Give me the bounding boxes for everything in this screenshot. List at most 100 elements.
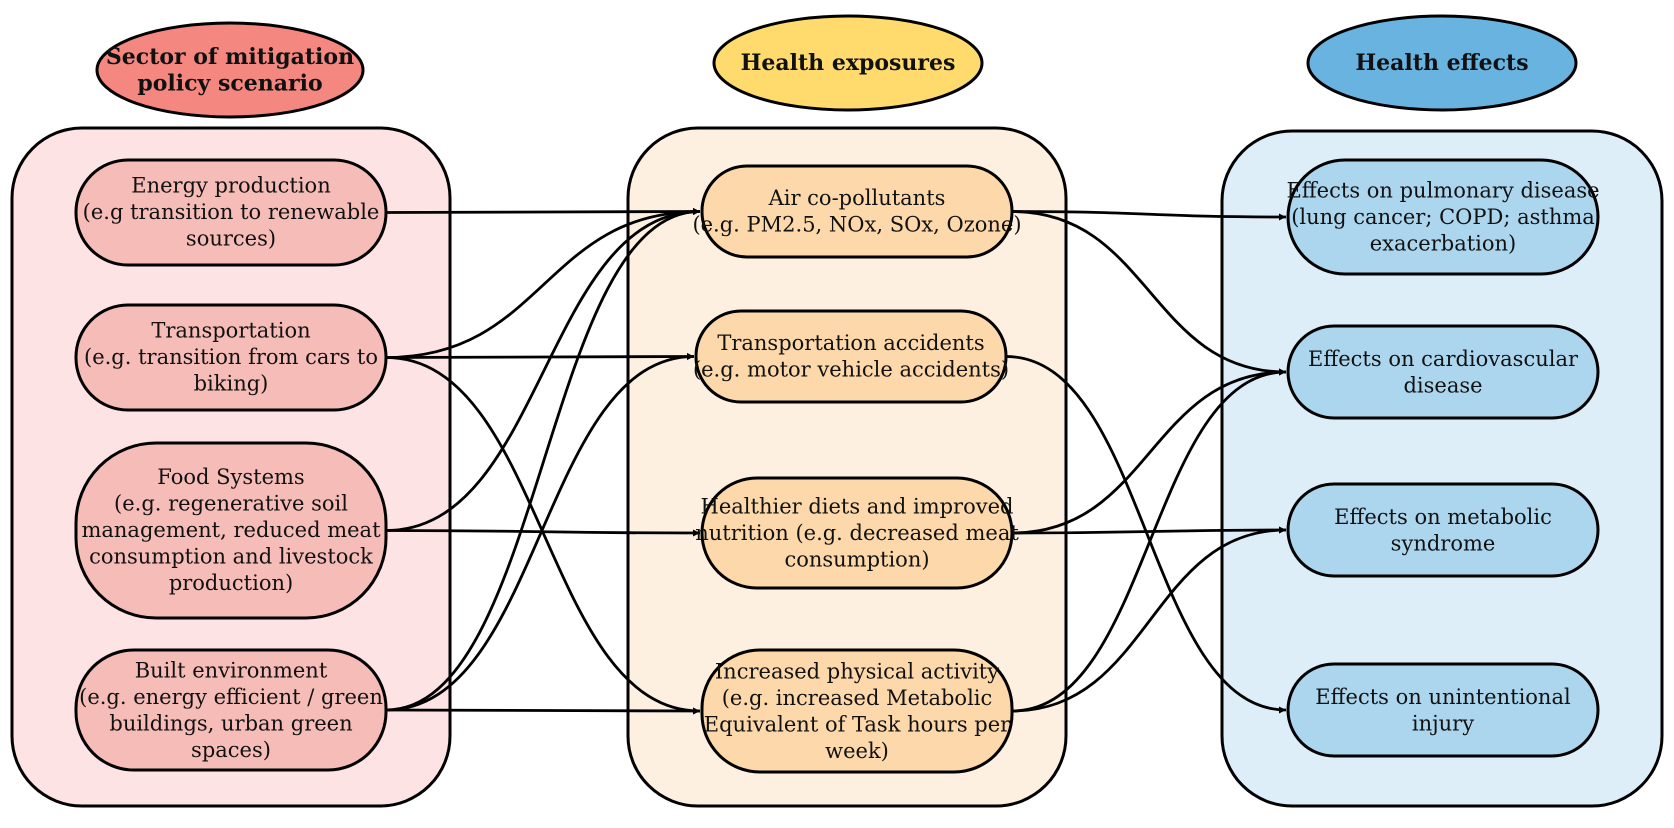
text-line: Health effects (1355, 50, 1528, 76)
connectors (385, 208, 1287, 715)
connector-sector-energy-to-exposure-air (385, 208, 701, 216)
text-line: (e.g. regenerative soil (114, 492, 348, 516)
connector-sector-built-to-exposure-activity (385, 707, 701, 715)
node-box (700, 476, 1014, 590)
sector-transport: Transportation(e.g. transition from cars… (74, 303, 388, 412)
text-line: Increased physical activity (715, 659, 999, 683)
sector-built: Built environment (e.g. energy efficient … (74, 648, 388, 772)
text-line: buildings, urban green (109, 711, 352, 735)
connector-sector-food-to-exposure-air (385, 208, 701, 532)
connector-exposure-activity-to-effect-metabolic (1011, 526, 1287, 713)
node-label: Transportation accidents(e.g. motor vehi… (693, 331, 1009, 382)
text-line: spaces) (191, 738, 271, 762)
text-line: (e.g. transition from cars to (84, 345, 378, 369)
text-line: Food Systems (157, 465, 304, 489)
text-line: (e.g. PM2.5, NOx, SOx, Ozone) (692, 212, 1021, 236)
exposure-header-ellipse (712, 14, 984, 112)
connector-exposure-diet-to-effect-cardio (1011, 368, 1287, 535)
node-box (1286, 482, 1600, 578)
text-line: Energy production (131, 174, 330, 198)
sector-header-ellipse (95, 21, 365, 119)
connector-exposure-air-to-effect-cardio (1011, 210, 1287, 376)
text-line: disease (1403, 373, 1482, 397)
text-line: nutrition (e.g. decreased meat (695, 521, 1019, 545)
text-line: Sector of mitigation (106, 44, 354, 70)
connector-exposure-air-to-effect-pulmonary (1011, 210, 1287, 221)
node-box (1286, 324, 1600, 420)
connector-sector-transport-to-exposure-air (385, 208, 701, 359)
node-label: Air co-pollutants(e.g. PM2.5, NOx, SOx, … (692, 186, 1021, 237)
text-line: Equivalent of Task hours per (704, 712, 1011, 736)
node-label: Effects on pulmonary disease(lung cancer… (1286, 179, 1599, 256)
text-line: syndrome (1391, 531, 1496, 555)
connector-sector-food-to-exposure-diet (385, 529, 701, 537)
node-box (74, 158, 388, 267)
node-label: Transportation(e.g. transition from cars… (84, 319, 378, 396)
text-line: injury (1412, 711, 1474, 735)
sector-energy: Energy production(e.g transition to rene… (74, 158, 388, 267)
text-line: (e.g. motor vehicle accidents) (693, 357, 1009, 381)
node-box (700, 648, 1014, 774)
exposure-panel (626, 126, 1068, 808)
text-line: Built environment (135, 658, 328, 682)
node-box (700, 164, 1014, 259)
effect-pulmonary: Effects on pulmonary disease(lung cancer… (1286, 158, 1600, 276)
node-label: Built environment (e.g. energy efficient … (79, 658, 383, 762)
text-line: production) (169, 571, 293, 595)
connector-exposure-diet-to-effect-metabolic (1011, 526, 1287, 535)
text-line: Health exposures (741, 50, 956, 76)
node-box (1286, 158, 1600, 276)
text-line: consumption) (784, 548, 929, 572)
text-line: Transportation (151, 319, 310, 343)
text-line: Effects on pulmonary disease (1286, 179, 1599, 203)
text-line: exacerbation) (1370, 232, 1517, 256)
text-line: Healthier diets and improved (701, 495, 1014, 519)
connector-sector-built-to-exposure-accidents (385, 353, 695, 712)
connector-exposure-activity-to-effect-cardio (1011, 368, 1287, 713)
text-line: (lung cancer; COPD; asthma (1291, 205, 1595, 229)
text-line: Effects on metabolic (1334, 505, 1552, 529)
connector-exposure-accidents-to-effect-injury (1005, 355, 1287, 714)
connector-sector-transport-to-exposure-activity (385, 356, 701, 715)
text-line: Effects on cardiovascular (1308, 347, 1579, 371)
text-line: Transportation accidents (717, 331, 984, 355)
effect-header-ellipse (1306, 14, 1578, 112)
effect-header-label: Health effects (1355, 50, 1528, 76)
exposure-header-label: Health exposures (741, 50, 956, 76)
exposure-activity: Increased physical activity (e.g. increas… (700, 648, 1014, 774)
node-box (74, 441, 388, 620)
node-box (1286, 662, 1600, 758)
text-line: Air co-pollutants (768, 186, 946, 210)
text-line: Effects on unintentional (1315, 685, 1571, 709)
text-line: (e.g. increased Metabolic (722, 686, 993, 710)
effect-header: Health effects (1306, 14, 1578, 112)
text-line: policy scenario (137, 70, 322, 96)
text-line: (e.g. energy efficient / green (79, 685, 383, 709)
node-box (74, 303, 388, 412)
text-line: biking) (194, 372, 269, 396)
node-label: Energy production(e.g transition to rene… (83, 174, 380, 251)
node-box (74, 648, 388, 772)
text-line: week) (825, 739, 889, 763)
text-line: sources) (186, 227, 276, 251)
node-label: Increased physical activity (e.g. increas… (704, 659, 1011, 763)
node-box (694, 309, 1008, 404)
connector-sector-built-to-exposure-air (385, 208, 701, 712)
text-line: consumption and livestock (89, 545, 373, 569)
effect-panel (1220, 129, 1664, 808)
exposure-header: Health exposures (712, 14, 984, 112)
text-line: management, reduced meat (81, 518, 381, 542)
